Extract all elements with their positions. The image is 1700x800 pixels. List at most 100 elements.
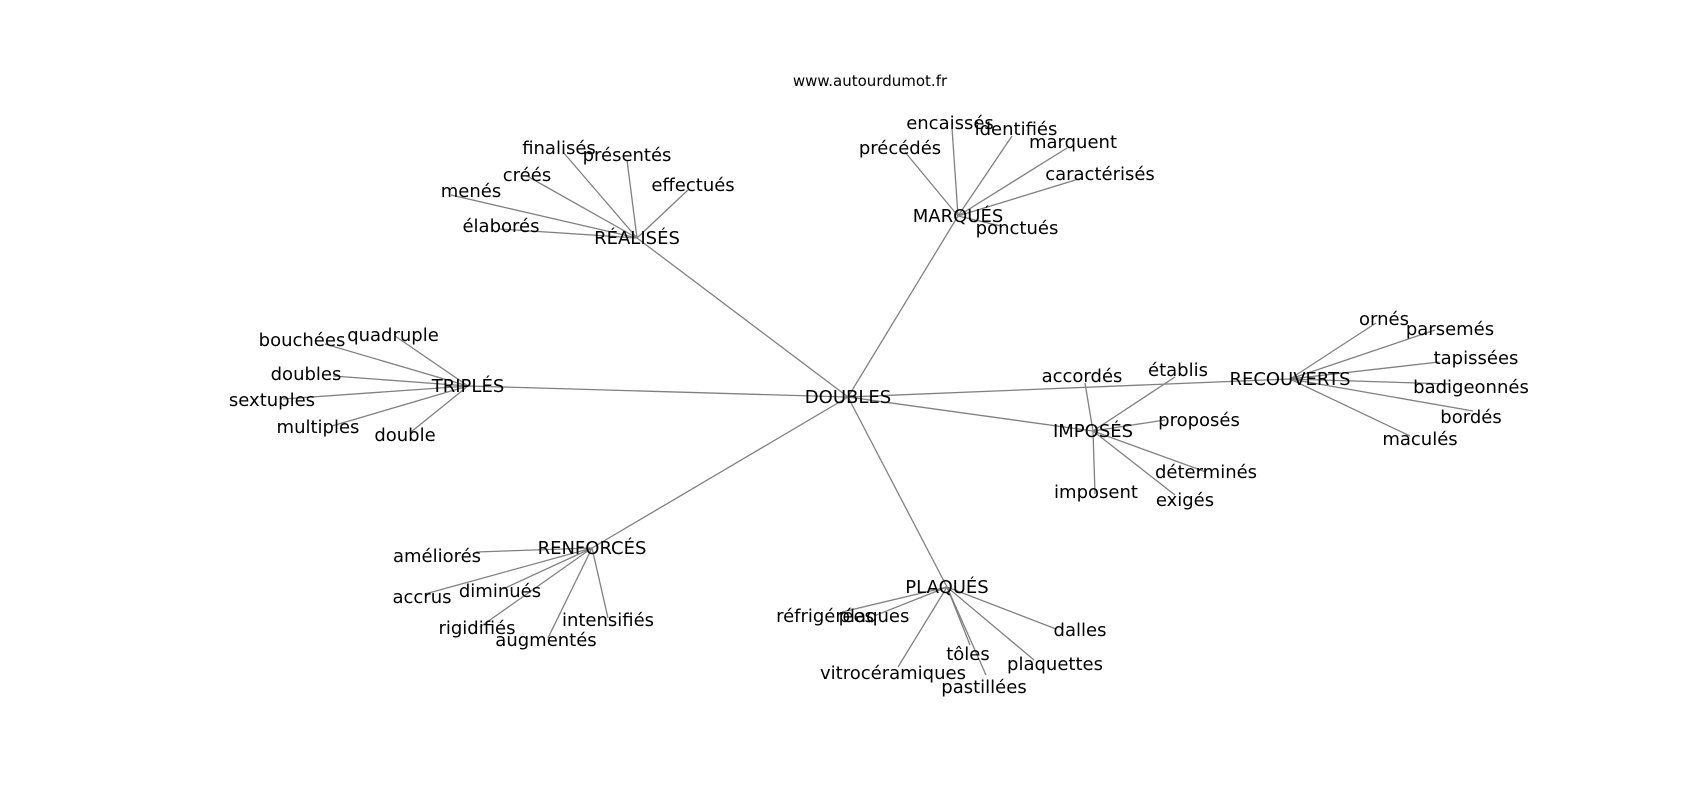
hub-word-label: RECOUVERTS (1229, 369, 1350, 390)
edge-hub-leaf (946, 586, 987, 676)
leaf-word-label: établis (1148, 360, 1208, 381)
leaf-word-label: multiples (277, 417, 360, 438)
hub-word-label: PLAQUÉS (905, 576, 988, 598)
edge-hub-leaf (1289, 361, 1440, 380)
edge-center-hub (847, 396, 1094, 432)
edge-center-hub (591, 396, 849, 549)
leaf-word-label: imposent (1054, 482, 1138, 503)
leaf-word-label: effectués (651, 175, 734, 196)
edge-center-hub (467, 385, 849, 398)
leaf-word-label: caractérisés (1045, 164, 1155, 185)
edges (282, 127, 1474, 676)
edge-center-hub (847, 396, 948, 588)
edge-hub-leaf (479, 547, 593, 628)
edge-hub-leaf (562, 151, 638, 239)
edge-hub-leaf (897, 586, 948, 668)
edge-hub-leaf (904, 151, 959, 217)
edge-hub-leaf (499, 228, 638, 239)
leaf-word-label: identifiés (975, 119, 1058, 140)
leaf-word-label: parsemés (1406, 319, 1494, 340)
edge-hub-leaf (332, 375, 469, 387)
edge-hub-leaf (1289, 322, 1377, 380)
leaf-word-label: augmentés (495, 630, 596, 651)
edge-hub-leaf (946, 586, 1057, 630)
leaf-word-label: accrus (392, 587, 451, 608)
leaf-word-label: présentés (583, 145, 672, 166)
hub-word-label: MARQUÉS (913, 205, 1004, 227)
leaf-word-label: finalisés (522, 138, 596, 159)
edge-hub-leaf (1092, 430, 1207, 473)
hub-word-label: RENFORCÉS (538, 537, 647, 559)
source-url: www.autourdumot.fr (792, 72, 948, 90)
edge-hub-leaf (873, 586, 948, 617)
leaf-word-label: intensifiés (562, 610, 654, 631)
edge-center-hub (636, 237, 849, 398)
center-word-label: DOUBLES (805, 387, 891, 408)
leaf-word-label: rigidifiés (438, 618, 515, 639)
leaf-word-label: précédés (859, 138, 941, 159)
leaf-word-label: dalles (1054, 620, 1107, 641)
leaf-word-label: doubles (271, 364, 342, 385)
leaf-word-label: quadruple (347, 325, 439, 346)
edge-hub-leaf (324, 343, 469, 387)
edge-hub-leaf (450, 194, 638, 239)
leaf-word-label: marquent (1029, 132, 1117, 153)
leaf-word-label: accordés (1042, 366, 1123, 387)
edge-hub-leaf (946, 586, 1035, 661)
edge-hub-leaf (1289, 378, 1451, 385)
leaf-word-label: bouchées (259, 330, 346, 351)
leaf-word-label: pastillées (941, 677, 1026, 698)
leaf-word-label: diminués (459, 581, 541, 602)
leaf-word-label: déterminés (1155, 462, 1257, 483)
edge-hub-leaf (410, 385, 469, 433)
leaf-word-label: maculés (1382, 429, 1457, 450)
leaf-word-label: tôles (946, 644, 990, 665)
leaf-word-label: double (374, 425, 435, 446)
edge-hub-leaf (424, 547, 593, 595)
leaf-word-label: ornés (1359, 309, 1409, 330)
edge-hub-leaf (394, 335, 469, 387)
leaf-word-label: ponctués (976, 218, 1059, 239)
leaf-word-label: menés (441, 181, 501, 202)
leaf-word-label: encaissés (906, 113, 994, 134)
edge-hub-leaf (1092, 430, 1096, 495)
edge-hub-leaf (502, 547, 593, 590)
edge-hub-leaf (951, 127, 959, 217)
edge-hub-leaf (1092, 419, 1166, 432)
edge-hub-leaf (1084, 382, 1094, 432)
edge-hub-leaf (1289, 378, 1474, 412)
leaf-word-label: bordés (1440, 407, 1501, 428)
edge-hub-leaf (636, 189, 689, 239)
edge-hub-leaf (841, 586, 948, 613)
leaf-word-label: élaborés (462, 216, 539, 237)
edge-hub-leaf (591, 547, 609, 619)
edge-hub-leaf (1289, 329, 1436, 380)
leaf-word-label: réfrigérées (776, 606, 874, 627)
leaf-word-label: proposés (1158, 410, 1240, 431)
leaf-word-label: plaques (839, 606, 910, 627)
leaf-word-label: exigés (1156, 490, 1214, 511)
edge-center-hub (847, 215, 959, 398)
edge-hub-leaf (331, 385, 469, 427)
edge-hub-leaf (526, 175, 638, 239)
leaf-word-label: sextuples (229, 390, 315, 411)
edge-hub-leaf (957, 135, 1013, 217)
edge-hub-leaf (547, 547, 593, 639)
hub-word-label: TRIPLÉS (431, 375, 505, 397)
edge-hub-leaf (957, 177, 1083, 217)
edge-hub-leaf (282, 385, 469, 400)
leaf-word-label: améliorés (393, 546, 481, 567)
leaf-word-label: badigeonnés (1413, 377, 1529, 398)
edge-hub-leaf (1289, 378, 1411, 437)
leaf-word-label: plaquettes (1007, 654, 1103, 675)
edge-hub-leaf (626, 159, 638, 239)
hub-word-label: RÉALISÉS (594, 227, 680, 249)
edge-hub-leaf (957, 147, 1068, 217)
edge-center-hub (847, 378, 1291, 398)
leaf-word-label: vitrocéramiques (820, 663, 966, 684)
edge-hub-leaf (1092, 376, 1176, 432)
leaf-word-label: tapissées (1434, 348, 1519, 369)
edge-hub-leaf (475, 547, 593, 553)
labels: DOUBLESRÉALISÉSfinalisésprésentéscréésme… (229, 113, 1529, 698)
